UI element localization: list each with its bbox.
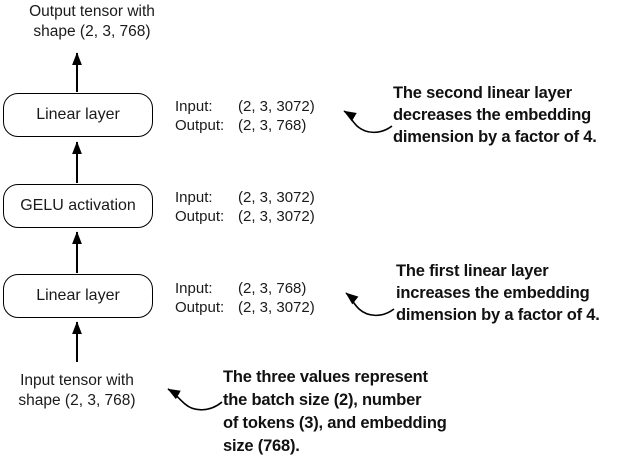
annotation-line: size (768).: [223, 437, 300, 455]
annotation-line: The three values represent: [223, 368, 428, 386]
io-input-value: (2, 3, 3072): [238, 189, 315, 206]
annotation-input-tensor: The three values represent the batch siz…: [223, 366, 447, 458]
io-input-label: Input:: [175, 280, 213, 297]
annotation-line: decreases the embedding: [393, 106, 592, 124]
input-tensor-label-line2: shape (2, 3, 768): [18, 392, 136, 409]
annotation-second-linear: The second linear layer decreases the em…: [393, 82, 597, 148]
layer-box-label: Linear layer: [36, 287, 120, 304]
io-output-label: Output:: [175, 117, 225, 134]
layer-box-label: GELU activation: [20, 197, 136, 214]
annotation-line: The second linear layer: [393, 84, 572, 102]
annotation-line: dimension by a factor of 4.: [396, 306, 600, 324]
io-input-value: (2, 3, 768): [238, 280, 307, 297]
input-tensor-label: Input tensor with shape (2, 3, 768): [0, 371, 154, 411]
annotation-line: dimension by a factor of 4.: [393, 128, 597, 146]
layer-box-gelu: GELU activation: [3, 184, 153, 228]
io-input-label: Input:: [175, 189, 213, 206]
io-shapes-linear-first: Input: (2, 3, 768) Output: (2, 3, 3072): [175, 279, 315, 317]
callout-arrow-first-linear: [345, 292, 395, 317]
layer-box-linear-first: Linear layer: [3, 274, 153, 318]
layer-box-label: Linear layer: [36, 106, 120, 123]
input-tensor-label-line1: Input tensor with: [20, 372, 134, 389]
io-output-value: (2, 3, 768): [238, 117, 307, 134]
callout-arrow-input-tensor: [167, 388, 223, 411]
annotation-line: of tokens (3), and embedding: [223, 414, 447, 432]
io-output-value: (2, 3, 3072): [238, 299, 315, 316]
annotation-line: the batch size (2), number: [223, 391, 422, 409]
annotation-line: The first linear layer: [396, 262, 549, 280]
layer-box-linear-second: Linear layer: [3, 93, 153, 137]
io-output-label: Output:: [175, 208, 225, 225]
output-tensor-label-line1: Output tensor with: [29, 3, 155, 20]
io-shapes-gelu: Input: (2, 3, 3072) Output: (2, 3, 3072): [175, 188, 315, 226]
annotation-first-linear: The first linear layer increases the emb…: [396, 260, 600, 326]
io-input-label: Input:: [175, 98, 213, 115]
callout-arrow-second-linear: [343, 110, 393, 134]
output-tensor-label-line2: shape (2, 3, 768): [33, 23, 151, 40]
output-tensor-label: Output tensor with shape (2, 3, 768): [6, 2, 178, 42]
io-shapes-linear-second: Input: (2, 3, 3072) Output: (2, 3, 768): [175, 97, 315, 135]
io-output-label: Output:: [175, 299, 225, 316]
io-input-value: (2, 3, 3072): [238, 98, 315, 115]
io-output-value: (2, 3, 3072): [238, 208, 315, 225]
annotation-line: increases the embedding: [396, 284, 590, 302]
